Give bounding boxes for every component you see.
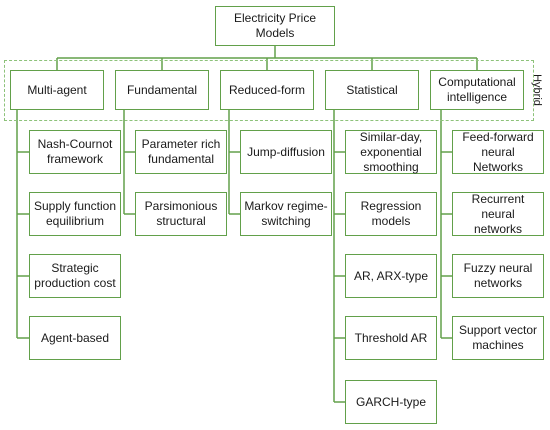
leaf-node-nash-cournot: Nash-Cournot framework (29, 130, 121, 174)
leaf-node-threshold-ar: Threshold AR (345, 316, 437, 360)
root-node: Electricity Price Models (215, 6, 335, 46)
leaf-node-recurrent-nn: Recurrent neural networks (452, 192, 544, 236)
leaf-node-agent-based: Agent-based (29, 316, 121, 360)
leaf-node-jump-diffusion: Jump-diffusion (240, 130, 332, 174)
hybrid-label: Hybrid (531, 74, 544, 106)
leaf-node-parameter-rich-fundamental: Parameter rich fundamental (135, 130, 227, 174)
leaf-node-similar-day: Similar-day, exponential smoothing (345, 130, 437, 174)
leaf-node-fuzzy-nn: Fuzzy neural networks (452, 254, 544, 298)
category-node-multi-agent: Multi-agent (10, 70, 104, 110)
category-node-reduced-form: Reduced-form (220, 70, 314, 110)
category-node-fundamental: Fundamental (115, 70, 209, 110)
leaf-node-parsimonious-structural: Parsimonious structural (135, 192, 227, 236)
leaf-node-feed-forward-nn: Feed-forward neural Networks (452, 130, 544, 174)
category-node-computational-intelligence: Computational intelligence (430, 70, 524, 110)
leaf-node-support-vector-machines: Support vector machines (452, 316, 544, 360)
leaf-node-ar-arx-type: AR, ARX-type (345, 254, 437, 298)
category-node-statistical: Statistical (325, 70, 419, 110)
leaf-node-markov-regime-switching: Markov regime-switching (240, 192, 332, 236)
hybrid-frame (4, 60, 534, 121)
leaf-node-supply-function-equilibrium: Supply function equilibrium (29, 192, 121, 236)
leaf-node-garch-type: GARCH-type (345, 380, 437, 424)
leaf-node-regression-models: Regression models (345, 192, 437, 236)
leaf-node-strategic-production-cost: Strategic production cost (29, 254, 121, 298)
